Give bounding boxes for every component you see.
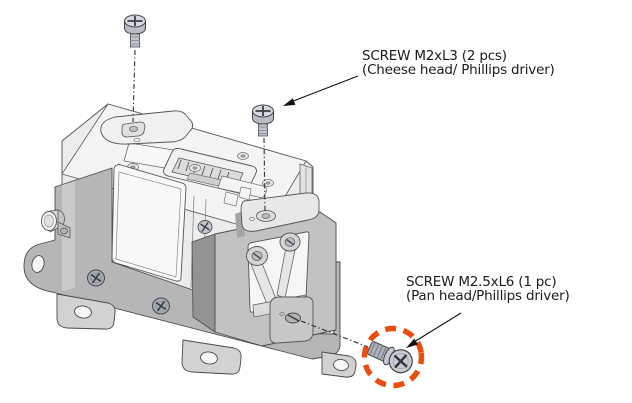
- thread-ridge: [380, 347, 387, 360]
- clamp-box-left-side: [191, 233, 216, 333]
- boss-center: [240, 154, 246, 158]
- mounting-bracket: [23, 167, 357, 378]
- boss-center: [192, 166, 198, 170]
- hole-slot: [287, 314, 300, 322]
- foot-hole: [74, 305, 92, 319]
- highlight-circle: [361, 325, 425, 389]
- main-unit: [61, 103, 314, 303]
- callout-screw-side-line1: SCREW M2.5xL6 (1 pc): [406, 274, 557, 290]
- clamp-top-plate: [240, 192, 320, 232]
- leader-arrow-top: [283, 75, 359, 106]
- insertion-line-screw2: [263, 137, 266, 212]
- rj45-pin: [201, 165, 206, 176]
- foot-hole: [333, 359, 349, 371]
- callout-screw-side-line2: (Pan head/Phillips driver): [406, 288, 570, 304]
- cheese-head-screw-2: [252, 104, 274, 137]
- front-door-panel: [111, 164, 187, 282]
- side-hole-mark: [279, 312, 285, 316]
- screw-head-ring: [392, 353, 409, 370]
- clamp-box: [191, 192, 337, 347]
- insertion-lines: [132, 49, 369, 348]
- foot-hole: [200, 351, 218, 365]
- bracket-ear-hole: [31, 255, 45, 273]
- pan-head-screw: [367, 341, 413, 374]
- leader-arrow-side: [406, 312, 462, 348]
- bracket-body: [23, 167, 341, 360]
- cheese-head-screw-1: [124, 14, 146, 48]
- bracket-screw: [87, 269, 105, 287]
- callout-screw-top-line2: (Cheese head/ Phillips driver): [362, 62, 555, 78]
- thread-ridge: [372, 343, 380, 357]
- rj45-pin: [185, 161, 190, 172]
- boss-center: [265, 181, 271, 185]
- hub-slot: [286, 239, 294, 245]
- side-knob: [41, 209, 71, 239]
- front-tab: [223, 191, 239, 207]
- rj45-pin: [177, 159, 182, 170]
- phillips-cross: [393, 354, 408, 368]
- insertion-line-screw1: [132, 49, 136, 123]
- clamp-plate-mark: [249, 217, 255, 221]
- cover-plate-mark: [133, 137, 141, 143]
- thread-ridge: [369, 342, 376, 355]
- rj45-pin: [217, 169, 222, 180]
- front-face-screw: [197, 220, 213, 234]
- arrowhead: [283, 98, 296, 106]
- callout-screw-side: SCREW M2.5xL6 (1 pc) (Pan head/Phillips …: [406, 275, 570, 303]
- front-door-inner: [115, 171, 182, 278]
- callout-screw-top: SCREW M2xL3 (2 pcs) (Cheese head/ Philli…: [362, 49, 555, 77]
- leader-line: [291, 75, 359, 103]
- hub-slot: [253, 253, 261, 259]
- callout-screw-top-line1: SCREW M2xL3 (2 pcs): [362, 48, 507, 64]
- rj45-pin: [209, 167, 214, 178]
- bracket-screw: [152, 297, 170, 315]
- leader-line: [413, 312, 462, 343]
- thread-ridge: [376, 345, 384, 359]
- insertion-line-screw3: [300, 320, 369, 348]
- cover-plate-hole-center: [128, 126, 139, 132]
- clamp-plate-hole-center: [261, 213, 271, 219]
- arrowhead: [406, 338, 418, 348]
